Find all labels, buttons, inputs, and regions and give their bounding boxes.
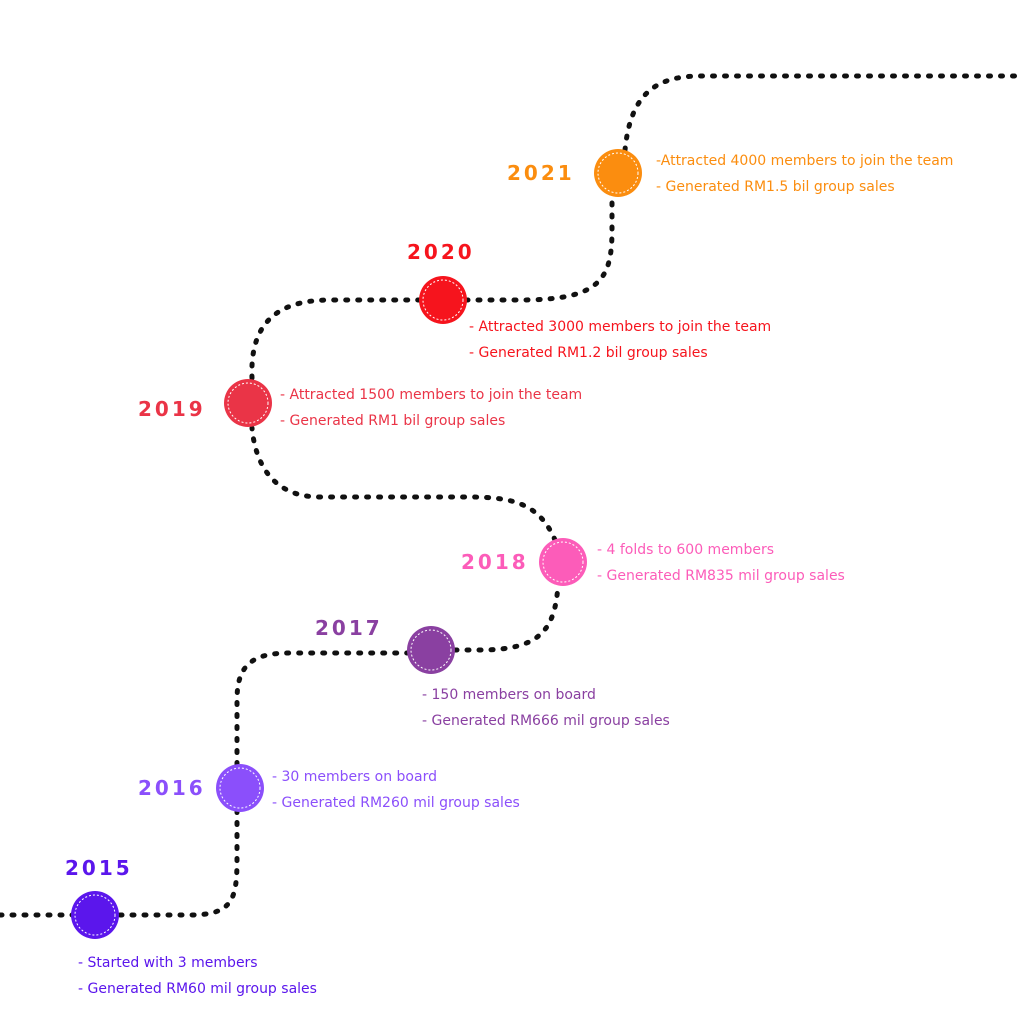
milestone-description-line: - Generated RM1.5 bil group sales [656,179,895,195]
milestone-node-2020 [419,276,467,324]
milestone-node-2017 [407,626,455,674]
milestone-description-line: - Generated RM260 mil group sales [272,795,520,811]
milestone-description: - 30 members on board - Generated RM260 m… [272,764,520,816]
milestone-node-ring [74,894,116,936]
milestone-description: -Attracted 4000 members to join the team… [656,148,953,200]
milestone-year-2016: 2016 [138,776,206,800]
milestone-description-line: - 4 folds to 600 members [597,542,774,558]
milestone-description-line: -Attracted 4000 members to join the team [656,153,954,169]
milestone-description: - Attracted 1500 members to join the tea… [280,382,582,434]
milestone-description-line: - 30 members on board [272,769,437,785]
milestone-year-2015: 2015 [65,856,133,880]
milestone-year-2020: 2020 [407,240,475,264]
milestone-node-ring [219,767,261,809]
milestone-description: - 150 members on board - Generated RM666 … [422,682,670,734]
milestone-node-ring [227,382,269,424]
milestone-description-line: - Started with 3 members [78,955,258,971]
milestone-node-ring [410,629,452,671]
milestone-node-2018 [539,538,587,586]
milestone-node-2019 [224,379,272,427]
milestone-node-2021 [594,149,642,197]
milestone-description: - 4 folds to 600 members - Generated RM83… [597,537,845,589]
milestone-description: - Started with 3 members - Generated RM60… [78,950,317,1002]
milestone-description-line: - Generated RM1 bil group sales [280,413,506,429]
milestone-year-2019: 2019 [138,397,206,421]
milestone-description-line: - 150 members on board [422,687,596,703]
milestone-description-line: - Generated RM666 mil group sales [422,713,670,729]
milestone-description-line: - Attracted 1500 members to join the tea… [280,387,583,403]
milestone-year-2017: 2017 [315,616,383,640]
milestone-year-2018: 2018 [461,550,529,574]
milestone-node-2016 [216,764,264,812]
milestone-description-line: - Attracted 3000 members to join the tea… [469,319,772,335]
milestone-node-2015 [71,891,119,939]
milestone-description-line: - Generated RM835 mil group sales [597,568,845,584]
milestone-node-ring [422,279,464,321]
milestone-node-ring [542,541,584,583]
milestone-node-ring [597,152,639,194]
milestone-description: - Attracted 3000 members to join the tea… [469,314,771,366]
timeline-dotted-path [0,73,1024,918]
milestone-description-line: - Generated RM1.2 bil group sales [469,345,708,361]
milestone-year-2021: 2021 [507,161,575,185]
milestone-description-line: - Generated RM60 mil group sales [78,981,317,997]
